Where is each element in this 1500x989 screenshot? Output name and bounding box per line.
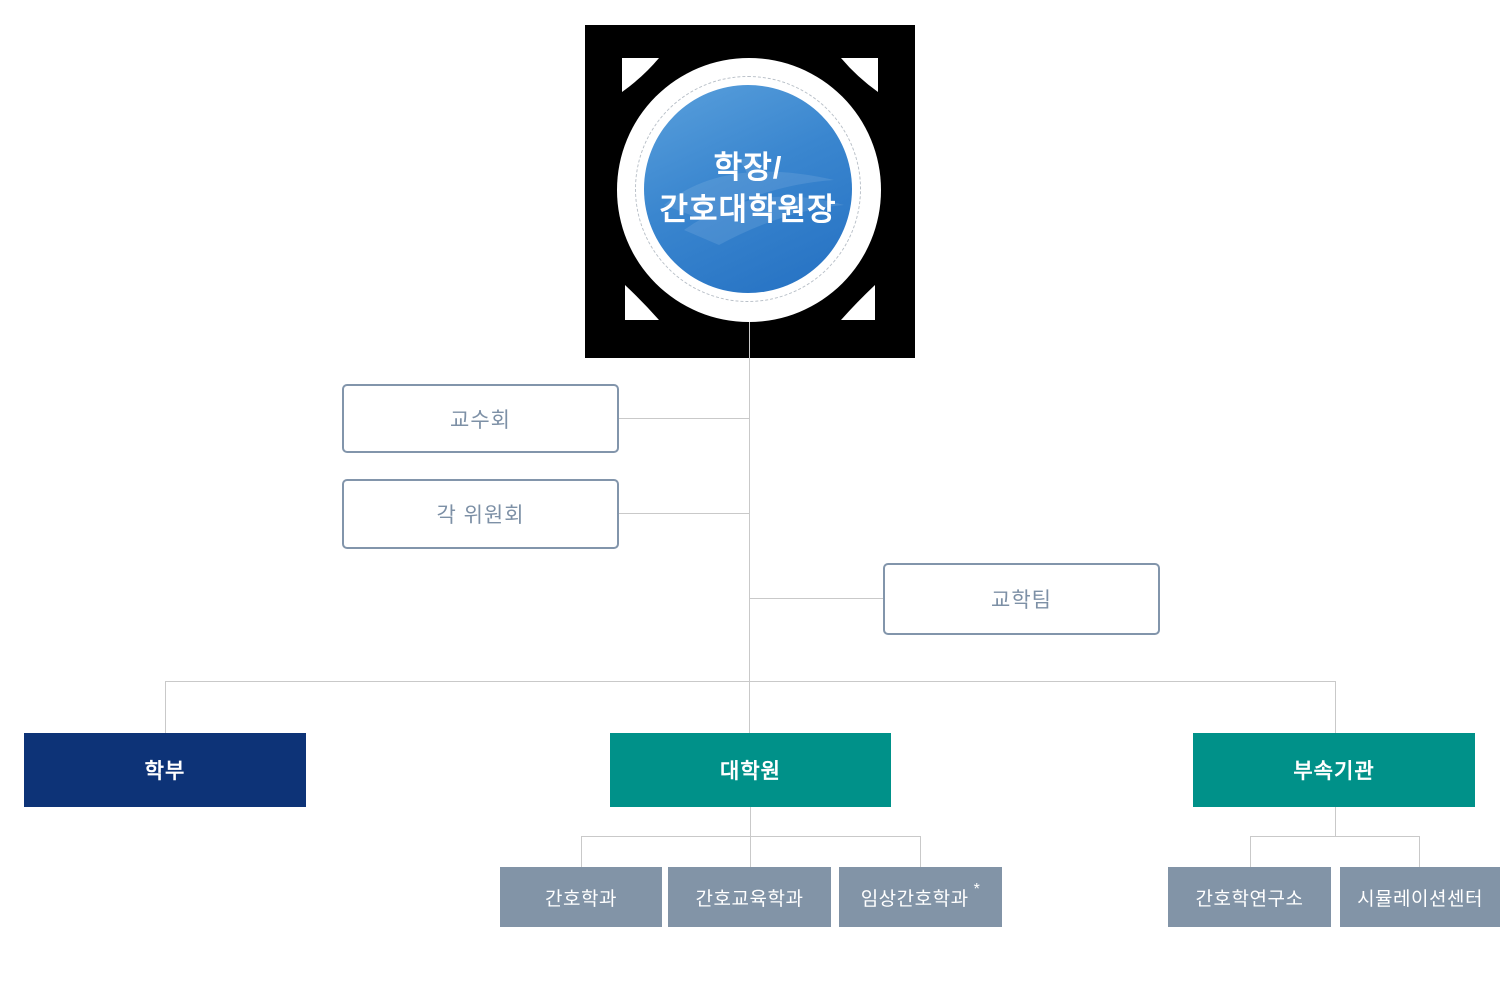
dean-circle: 학장/ 간호대학원장 — [644, 85, 852, 293]
swirl-watermark-icon — [664, 155, 844, 245]
dept-clinical-nursing-label: 임상간호학과 — [860, 888, 969, 910]
affiliated-organs-box: 부속기관 — [1193, 733, 1475, 807]
connector-drop-dept3 — [920, 836, 921, 867]
graduate-school-box: 대학원 — [610, 733, 891, 807]
simulation-center-label: 시뮬레이션센터 — [1357, 888, 1483, 910]
dept-nursing-box: 간호학과 — [500, 867, 662, 927]
clinical-nursing-asterisk: * — [973, 881, 981, 898]
faculty-council-box: 교수회 — [342, 384, 619, 453]
faculty-council-label: 교수회 — [450, 408, 511, 432]
undergraduate-label: 학부 — [144, 760, 186, 783]
undergraduate-box: 학부 — [24, 733, 306, 807]
dean-label-line1: 학장/ — [713, 150, 783, 185]
connector-grad-stem — [750, 807, 751, 836]
academic-affairs-team-box: 교학팀 — [883, 563, 1160, 635]
badge-dashed-circle: 학장/ 간호대학원장 — [635, 76, 861, 302]
nursing-research-institute-label: 간호학연구소 — [1195, 888, 1304, 910]
dept-nursing-label: 간호학과 — [545, 888, 617, 910]
graduate-school-label: 대학원 — [720, 760, 781, 783]
badge-white-ring: 학장/ 간호대학원장 — [617, 58, 881, 322]
academic-affairs-team-label: 교학팀 — [991, 589, 1052, 612]
connector-committee — [619, 513, 749, 514]
connector-team — [750, 598, 883, 599]
affiliated-organs-label: 부속기관 — [1293, 760, 1375, 783]
connector-drop-affiliated — [1335, 681, 1336, 733]
connector-drop-undergrad — [165, 681, 166, 733]
connector-root-stem — [749, 322, 750, 733]
connector-drop-dept1 — [581, 836, 582, 867]
dept-nursing-education-box: 간호교육학과 — [668, 867, 831, 927]
dean-label-line2: 간호대학원장 — [659, 192, 837, 227]
simulation-center-box: 시뮬레이션센터 — [1340, 867, 1500, 927]
connector-affil-stem — [1335, 807, 1336, 836]
connector-faculty — [619, 418, 749, 419]
connector-drop-dept2 — [750, 836, 751, 867]
connector-drop-simcenter — [1419, 836, 1420, 867]
committees-label: 각 위원회 — [436, 504, 525, 527]
connector-affil-horizontal — [1250, 836, 1420, 837]
dean-badge: 학장/ 간호대학원장 — [585, 25, 915, 358]
corner-decoration — [622, 58, 878, 320]
committees-box: 각 위원회 — [342, 479, 619, 549]
connector-main-horizontal — [165, 681, 1335, 682]
dept-nursing-education-label: 간호교육학과 — [695, 888, 804, 910]
dept-clinical-nursing-box: 임상간호학과 * — [839, 867, 1002, 927]
nursing-research-institute-box: 간호학연구소 — [1168, 867, 1331, 927]
connector-drop-institute — [1250, 836, 1251, 867]
